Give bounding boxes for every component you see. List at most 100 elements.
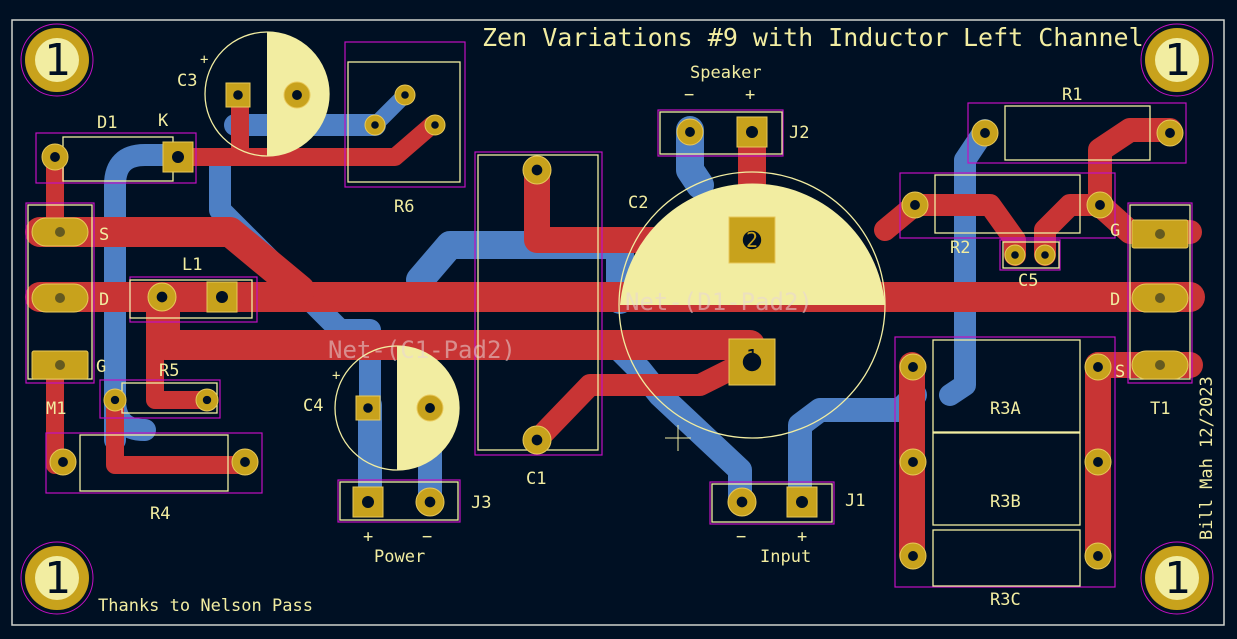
front-copper-layer [25, 86, 1205, 568]
net-label-c1: Net-(C1-Pad2) [328, 336, 516, 364]
c1-pad-1-drill [531, 164, 543, 176]
j1-pad-plus-drill [796, 496, 808, 508]
j3-pad-plus [352, 486, 384, 518]
ref-c4: C4 [303, 396, 323, 416]
r5-pad-2-drill [202, 395, 212, 405]
r6-pad-3-drill [431, 121, 439, 129]
j1-pad-minus-drill [736, 496, 748, 508]
m1-pad-s-drill [55, 227, 65, 237]
speaker-minus: − [684, 85, 694, 105]
ref-r3b: R3B [990, 492, 1021, 512]
ref-j1: J1 [845, 491, 865, 511]
channel-label: Left Channel [963, 23, 1144, 52]
r4-pad-2-drill [240, 457, 250, 467]
c4-pad-2-drill [425, 403, 435, 413]
mounting-hole-bottom-right: 1 [1140, 541, 1214, 615]
ref-r3a: R3A [990, 399, 1021, 419]
ref-c5: C5 [1018, 271, 1038, 291]
r3c-pad-2-drill [1093, 551, 1103, 561]
l1-pad-2-drill [216, 291, 228, 303]
ref-r6: R6 [394, 197, 414, 217]
t1-pad-g-drill [1155, 229, 1165, 239]
c2-pad1-number: 1 [746, 345, 758, 369]
author-text: Bill Mah 12/2023 [1197, 376, 1217, 540]
r5-pad-1-drill [110, 395, 120, 405]
ref-m1: M1 [46, 399, 66, 419]
svg-text:+: + [200, 52, 208, 68]
speaker-plus: + [745, 85, 755, 105]
t1-pin-d: D [1110, 290, 1120, 310]
m1-pin-d: D [99, 290, 109, 310]
r3c-pad-1-drill [908, 551, 918, 561]
j2-pad-minus-drill [685, 127, 695, 137]
t1-pin-s: S [1115, 362, 1125, 382]
d1-pad-anode-drill [50, 152, 60, 162]
m1-pin-g: G [96, 357, 106, 377]
ref-l1: L1 [182, 255, 202, 275]
mounting-hole-top-left: 1 [20, 23, 94, 97]
c2-pad-1-drill [742, 352, 762, 372]
board-title: Zen Variations #9 with Inductor [482, 23, 949, 52]
j3-pad-minus-drill [424, 496, 436, 508]
d1-pad-cathode-drill [172, 151, 184, 163]
r3b-pad-2-drill [1093, 457, 1103, 467]
silkscreen-outlines [27, 61, 1191, 587]
ref-t1: T1 [1150, 399, 1170, 419]
c1-pad-2-drill [531, 434, 543, 446]
ref-r5: R5 [159, 361, 179, 381]
credit-text: Thanks to Nelson Pass [98, 596, 313, 616]
mounting-hole-top-right: 1 [1140, 23, 1214, 97]
m1-pin-s: S [99, 225, 109, 245]
r3a-pad-1-drill [908, 362, 918, 372]
ref-c3: C3 [177, 71, 197, 91]
silkscreen-text: Zen Variations #9 with Inductor Left Cha… [46, 23, 1217, 616]
ref-c2: C2 [628, 193, 648, 213]
crosshair-marker [665, 425, 691, 451]
svg-text:1: 1 [44, 553, 71, 604]
power-plus: + [363, 527, 373, 547]
r2-pad-1-drill [910, 200, 920, 210]
c2-pad-2-drill [742, 230, 762, 250]
r6-pad-1-drill [401, 91, 409, 99]
input-minus: − [736, 527, 746, 547]
ref-r1: R1 [1062, 85, 1082, 105]
input-label: Input [760, 547, 811, 567]
svg-text:1: 1 [1164, 553, 1191, 604]
r1-pad-1-drill [980, 128, 990, 138]
t1-pin-g: G [1110, 221, 1120, 241]
j2-pad-plus [736, 116, 768, 148]
c2-pad2-number: 2 [746, 228, 758, 252]
m1-pad-d-drill [55, 293, 65, 303]
ref-j3: J3 [471, 493, 491, 513]
courtyard-layer [25, 41, 1193, 588]
svg-text:+: + [332, 368, 340, 384]
r1-pad-2-drill [1165, 128, 1175, 138]
r4-pad-1-drill [58, 457, 68, 467]
r6-pad-2-drill [371, 121, 379, 129]
ref-r2: R2 [950, 238, 970, 258]
power-minus: − [422, 527, 432, 547]
ref-k: K [158, 111, 169, 131]
speaker-label: Speaker [690, 63, 762, 83]
c4-pad-1-drill [363, 403, 373, 413]
c3-pad-1-drill [233, 90, 243, 100]
ref-c1: C1 [526, 469, 546, 489]
l1-pad-1-drill [156, 291, 168, 303]
input-plus: + [797, 527, 807, 547]
ref-j2: J2 [789, 123, 809, 143]
svg-text:1: 1 [1164, 35, 1191, 86]
t1-pad-s-drill [1155, 360, 1165, 370]
c5-pad-1-drill [1011, 251, 1019, 259]
c3-pad-2-drill [292, 90, 302, 100]
board-edge [11, 19, 1225, 626]
r3a-pad-2-drill [1093, 362, 1103, 372]
r3b-pad-1-drill [908, 457, 918, 467]
pads [31, 81, 1189, 570]
svg-text:1: 1 [44, 35, 71, 86]
t1-pad-d-drill [1155, 293, 1165, 303]
j2-pad-plus-drill [746, 126, 758, 138]
net-label-d1: Net-(D1-Pad2) [625, 288, 813, 316]
ref-r3c: R3C [990, 590, 1021, 610]
power-label: Power [374, 547, 425, 567]
